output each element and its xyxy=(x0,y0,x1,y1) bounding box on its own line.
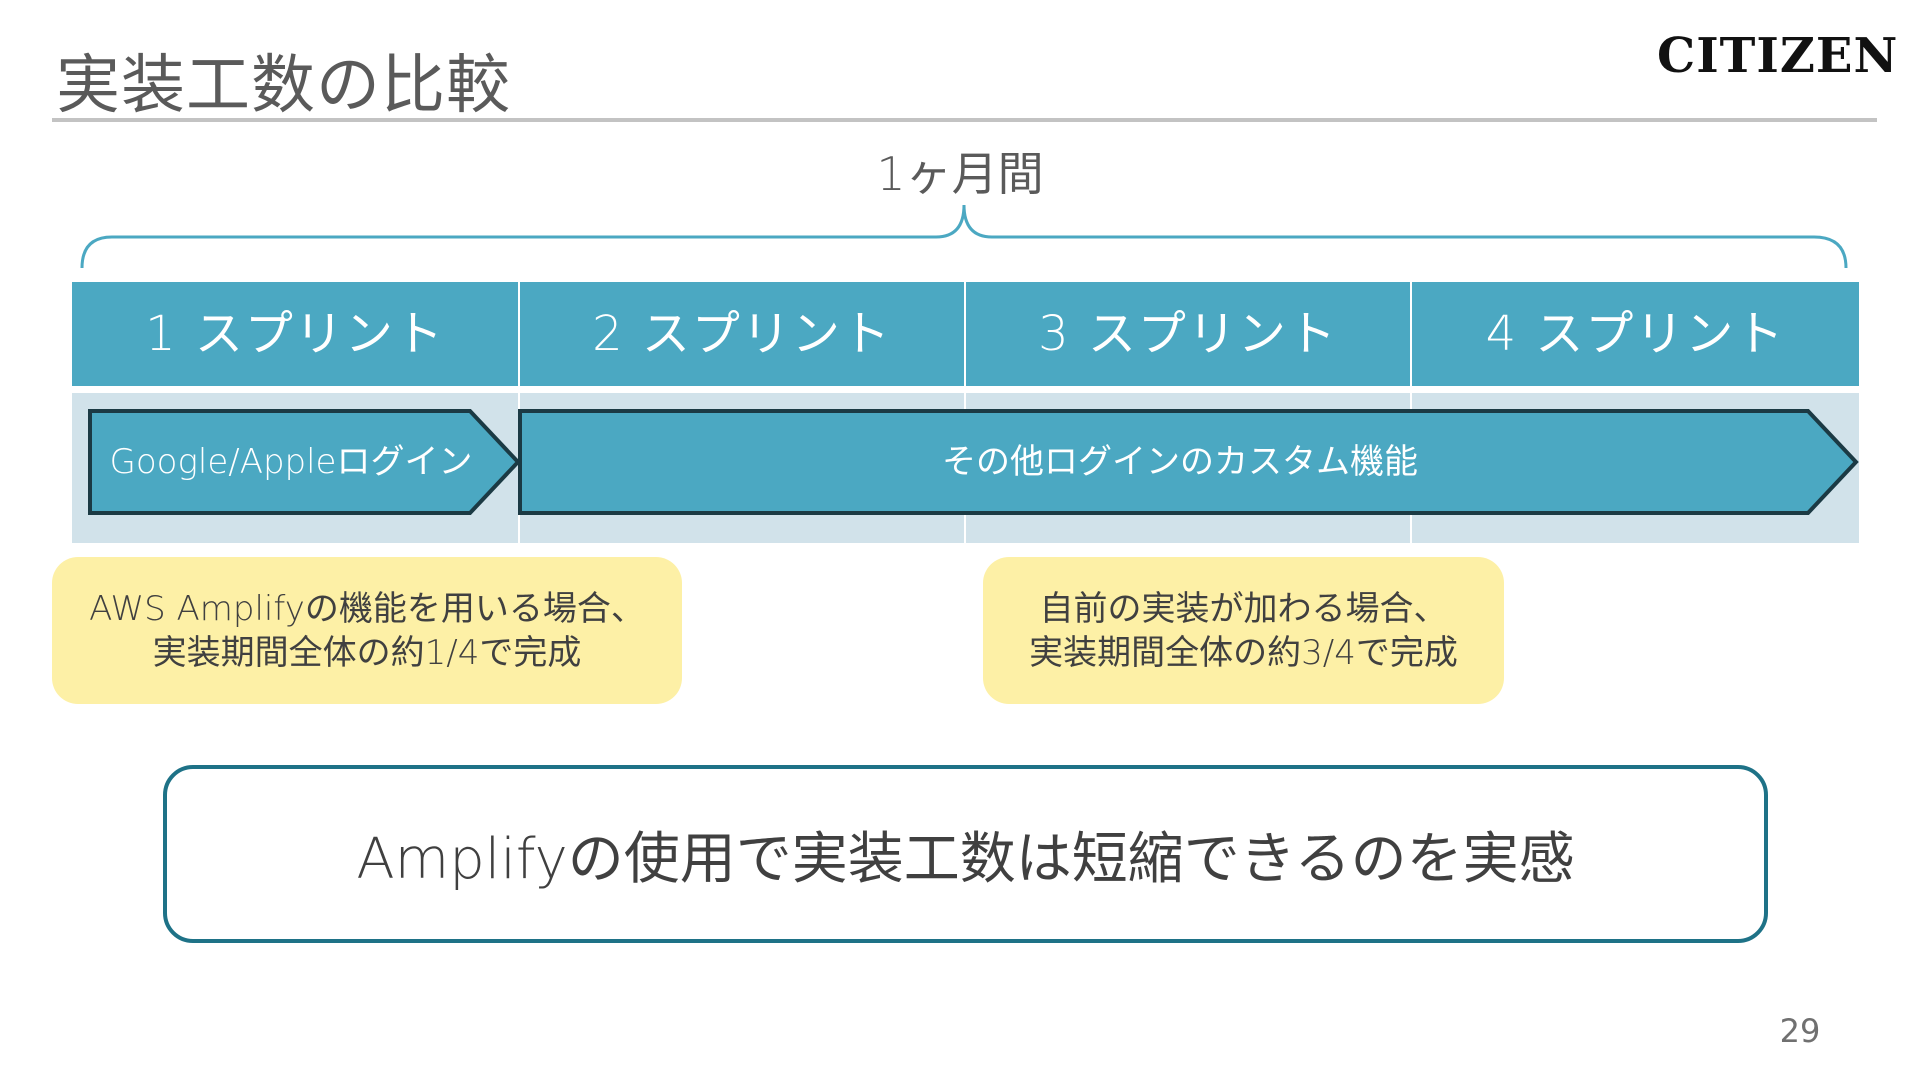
callout-amplify-line2: 実装期間全体の約1/4で完成 xyxy=(152,632,582,673)
slide-title: 実装工数の比較 xyxy=(56,49,511,123)
callout-amplify: AWS Amplifyの機能を用いる場合、 実装期間全体の約1/4で完成 xyxy=(52,557,682,704)
callout-amplify-line1: AWS Amplifyの機能を用いる場合、 xyxy=(89,588,645,629)
conclusion-text: Amplifyの使用で実装工数は短縮できるのを実感 xyxy=(356,826,1575,892)
sprint-header-3: 3 スプリント xyxy=(966,282,1410,386)
sprint-header-2: 2 スプリント xyxy=(520,282,964,386)
page-number: 29 xyxy=(1779,1012,1821,1050)
conclusion-box: Amplifyの使用で実装工数は短縮できるのを実感 xyxy=(163,765,1768,943)
sprint-header-4: 4 スプリント xyxy=(1412,282,1859,386)
task-label-other-login: その他ログインのカスタム機能 xyxy=(942,442,1418,482)
brace-path xyxy=(80,204,1848,269)
period-brace xyxy=(80,204,1848,269)
callout-self-impl-line1: 自前の実装が加わる場合、 xyxy=(1039,588,1448,629)
sprint-header-1: 1 スプリント xyxy=(72,282,518,386)
task-arrows xyxy=(88,409,1859,515)
title-divider xyxy=(52,118,1877,122)
citizen-logo: CITIZEN xyxy=(1657,28,1899,84)
callout-self-impl: 自前の実装が加わる場合、 実装期間全体の約3/4で完成 xyxy=(983,557,1504,704)
task-label-google-apple: Google/Appleログイン xyxy=(109,442,473,482)
task-arrow-google-apple xyxy=(88,409,521,515)
task-arrow-other-login xyxy=(518,409,1859,515)
period-label: 1ヶ月間 xyxy=(876,147,1044,201)
callout-self-impl-line2: 実装期間全体の約3/4で完成 xyxy=(1029,632,1458,673)
